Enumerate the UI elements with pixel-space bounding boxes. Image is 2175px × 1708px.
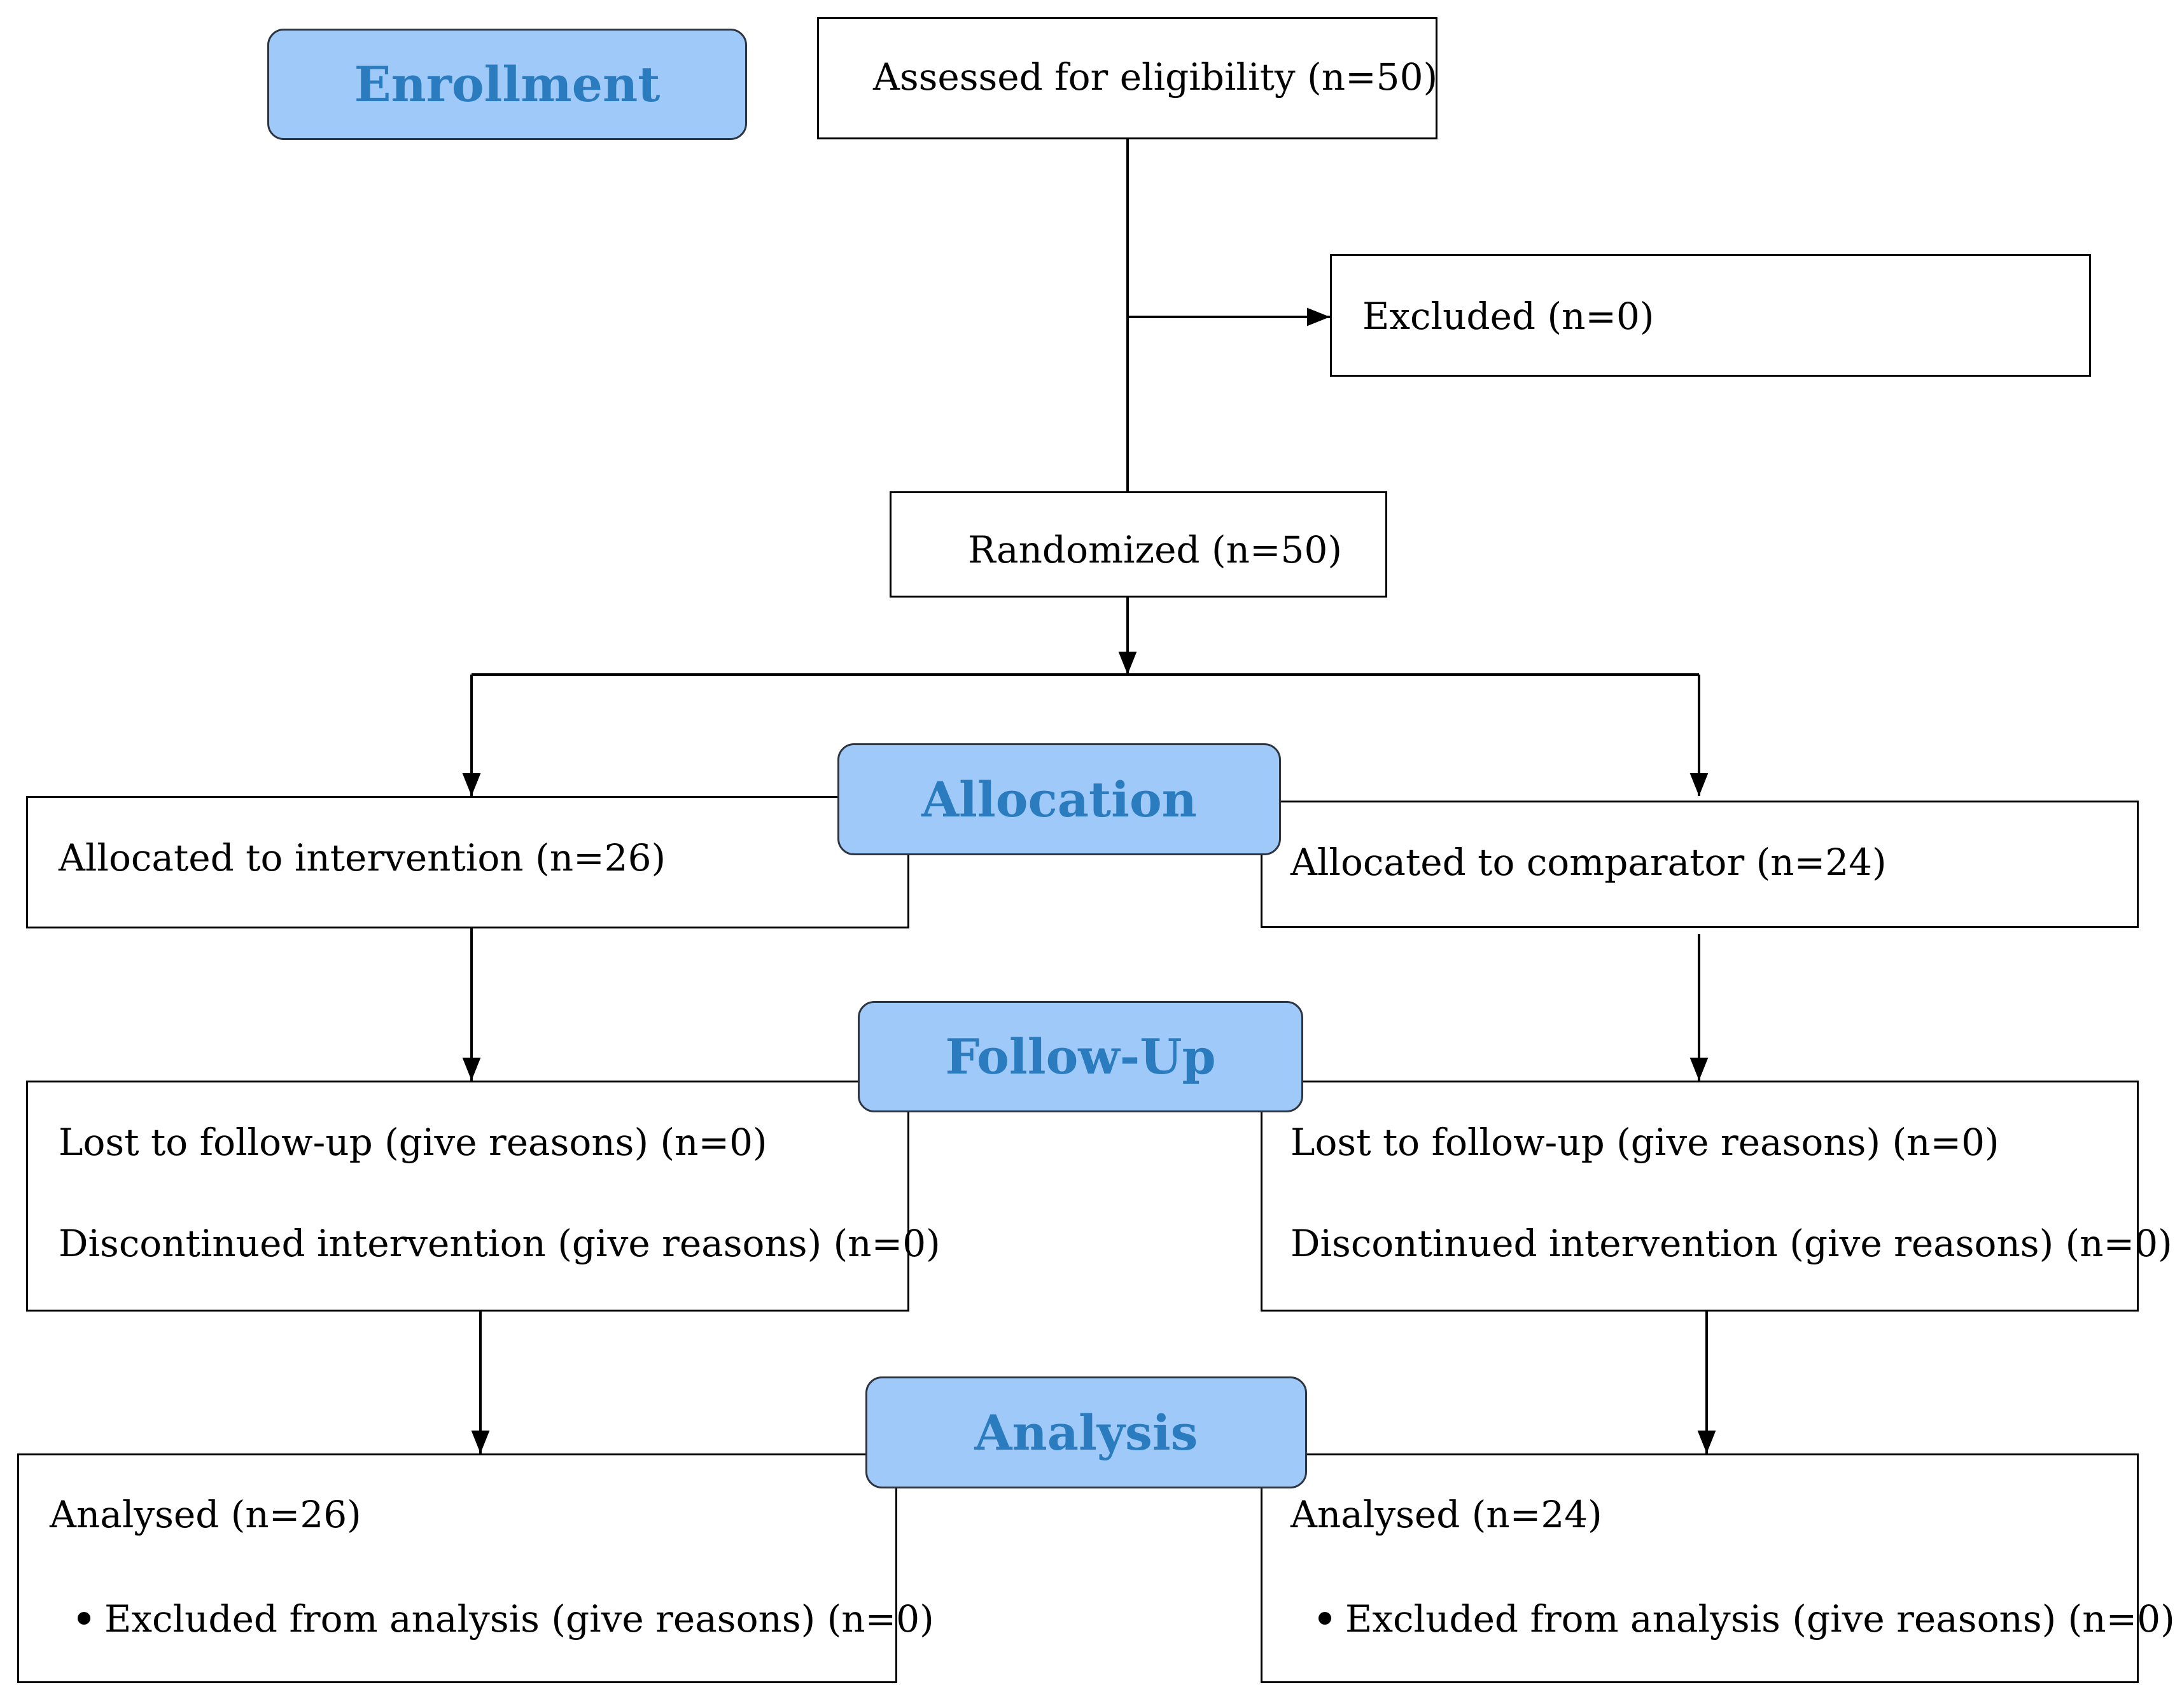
intervention-analysed-text: Analysed (n=26) [50,1493,361,1536]
bullet-icon [78,1611,90,1625]
intervention-allocated-text: Allocated to intervention (n=26) [59,836,666,879]
stage-enrollment: Enrollment [267,29,747,140]
intervention-allocation-box: Allocated to intervention (n=26) [26,796,909,928]
stage-allocation-label: Allocation [921,771,1197,828]
intervention-followup-box: Lost to follow-up (give reasons) (n=0) D… [26,1081,941,1312]
stage-allocation: Allocation [837,743,1281,855]
intervention-lost-text: Lost to follow-up (give reasons) (n=0) [59,1121,767,1164]
comparator-analysis-box: Analysed (n=24) Excluded from analysis (… [1261,1453,2175,1683]
randomized-text: Randomized (n=50) [968,528,1342,571]
stage-enrollment-label: Enrollment [354,56,661,113]
stage-follow-up-label: Follow-Up [945,1028,1216,1085]
comparator-excluded-analysis-item: Excluded from analysis (give reasons) (n… [1318,1600,2175,1637]
intervention-analysis-box: Analysed (n=26) Excluded from analysis (… [17,1453,934,1683]
excluded-box: Excluded (n=0) [1330,254,2091,377]
comparator-excluded-analysis-text: Excluded from analysis (give reasons) (n… [1345,1597,2175,1641]
stage-follow-up: Follow-Up [858,1001,1303,1112]
assessed-box: Assessed for eligibility (n=50) [817,17,1437,139]
comparator-discontinued-text: Discontinued intervention (give reasons)… [1290,1222,2172,1265]
intervention-discontinued-text: Discontinued intervention (give reasons)… [59,1222,941,1265]
assessed-text: Assessed for eligibility (n=50) [873,55,1438,99]
excluded-text: Excluded (n=0) [1362,295,1654,338]
comparator-followup-box: Lost to follow-up (give reasons) (n=0) D… [1261,1081,2172,1312]
randomized-box: Randomized (n=50) [890,491,1387,598]
comparator-analysed-text: Analysed (n=24) [1290,1493,1602,1536]
intervention-excluded-analysis-text: Excluded from analysis (give reasons) (n… [104,1597,934,1641]
stage-analysis: Analysis [865,1376,1307,1488]
bullet-icon [1318,1611,1331,1625]
comparator-allocated-text: Allocated to comparator (n=24) [1290,841,1887,884]
comparator-lost-text: Lost to follow-up (give reasons) (n=0) [1290,1121,1999,1164]
intervention-excluded-analysis-item: Excluded from analysis (give reasons) (n… [78,1600,934,1637]
stage-analysis-label: Analysis [974,1404,1198,1461]
comparator-allocation-box: Allocated to comparator (n=24) [1261,801,2139,928]
